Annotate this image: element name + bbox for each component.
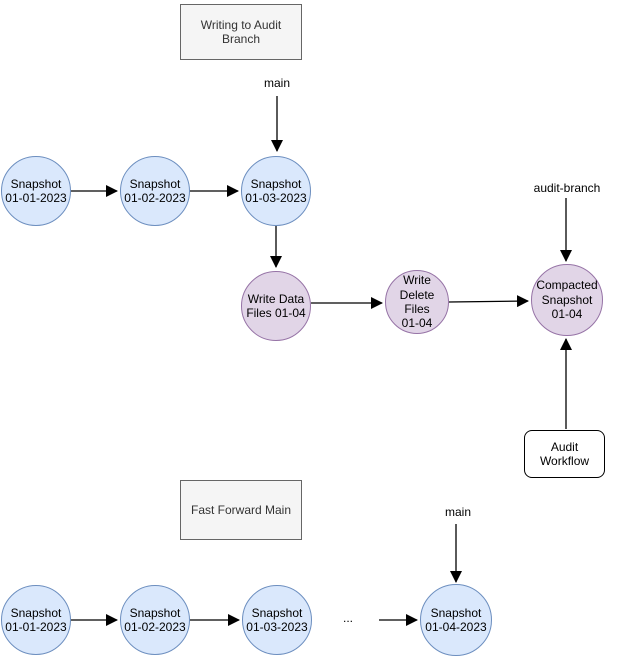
node-ff-snapshot-01-02: Snapshot 01-02-2023: [120, 585, 190, 655]
node-snapshot-01-03: Snapshot 01-03-2023: [241, 156, 311, 226]
fast-forward-section-title: Fast Forward Main: [180, 480, 302, 540]
node-ff-snapshot-01-01: Snapshot 01-01-2023: [1, 585, 71, 655]
node-ff-snapshot-01-03: Snapshot 01-03-2023: [242, 585, 312, 655]
node-snapshot-01-01: Snapshot 01-01-2023: [1, 156, 71, 226]
writing-section-title: Writing to Audit Branch: [180, 4, 302, 60]
main-branch-label-bottom: main: [444, 505, 471, 519]
node-compacted-snapshot: Compacted Snapshot 01-04: [531, 264, 603, 336]
node-audit-workflow: Audit Workflow: [524, 430, 605, 478]
arrow-write-delete-to-compacted: [448, 295, 529, 308]
audit-branch-label: audit-branch: [533, 181, 601, 195]
node-ff-snapshot-01-04: Snapshot 01-04-2023: [420, 584, 492, 656]
main-branch-label: main: [263, 76, 290, 90]
node-write-delete-files: Write Delete Files 01-04: [385, 270, 449, 334]
ellipsis-label: ...: [342, 611, 353, 625]
node-snapshot-01-02: Snapshot 01-02-2023: [120, 156, 190, 226]
node-write-data-files: Write Data Files 01-04: [241, 271, 311, 341]
